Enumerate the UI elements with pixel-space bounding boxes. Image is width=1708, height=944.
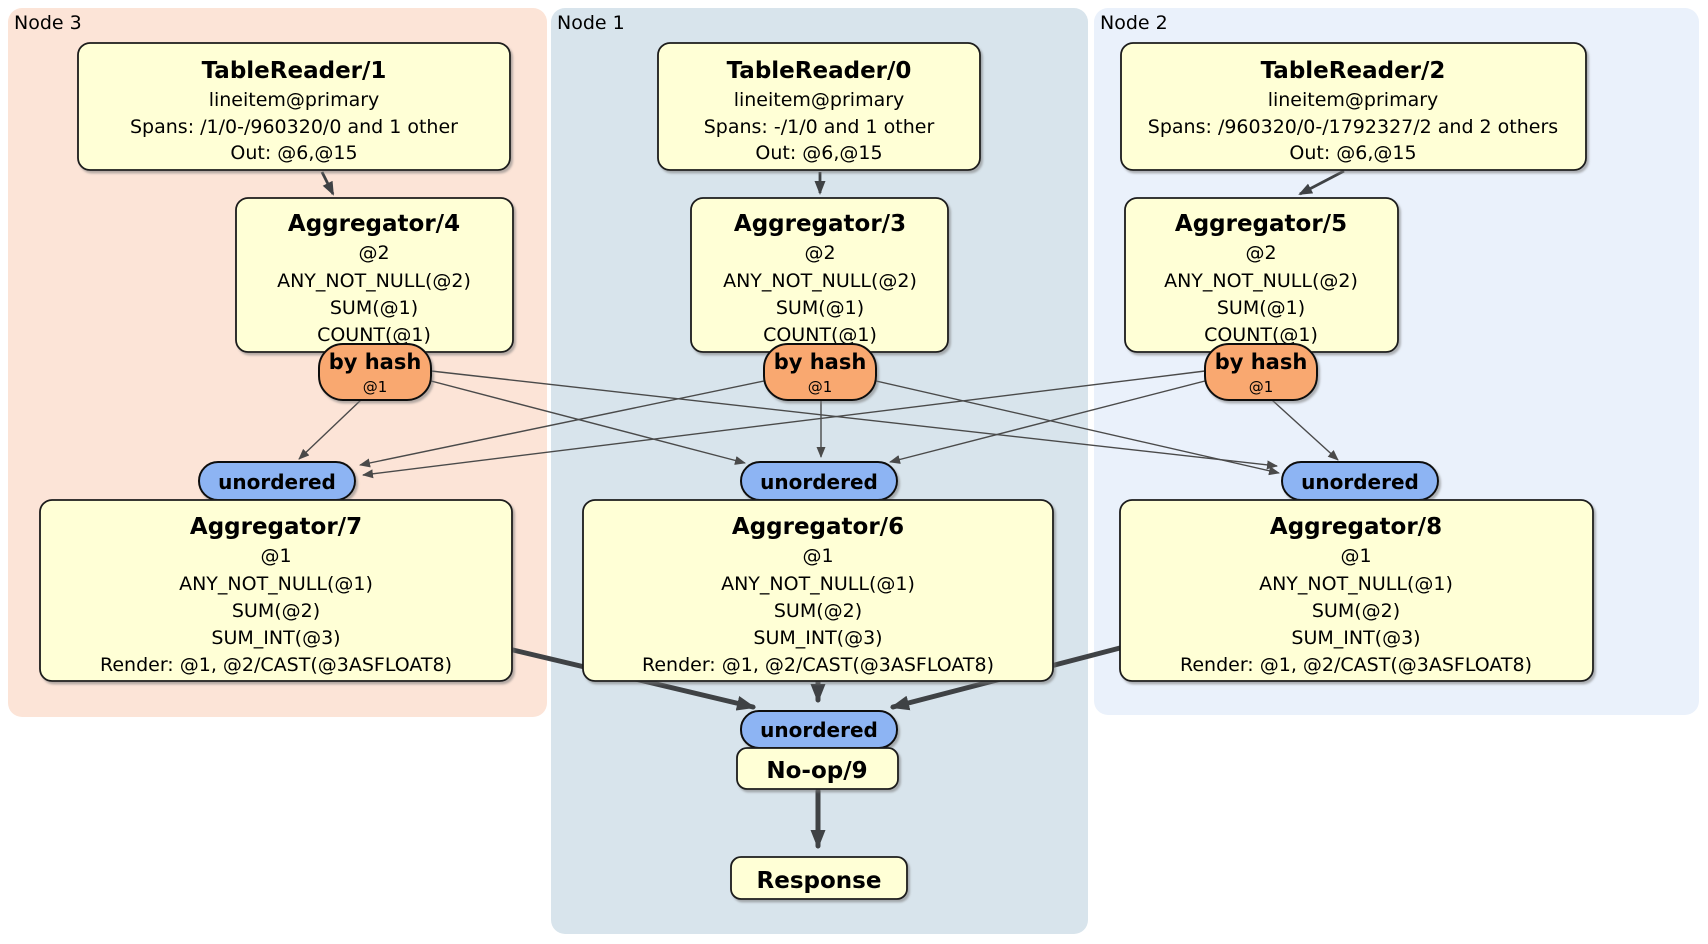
- aggregator-5-line: SUM(@1): [1217, 297, 1305, 319]
- edge-byhash-node1-to-unordered-node2: [875, 380, 1280, 476]
- sync-unordered-final: unordered: [740, 710, 898, 749]
- noop-9-title: No-op/9: [766, 758, 867, 784]
- tablereader-1-line: Out: @6,@15: [230, 142, 357, 164]
- aggregator-4-title: Aggregator/4: [288, 211, 460, 237]
- aggregator-8-box: [1119, 499, 1594, 682]
- edge-byhash-node1-to-unordered-node3: [359, 380, 765, 468]
- aggregator-3-line: SUM(@1): [776, 297, 864, 319]
- unordered-node2-label: unordered: [1301, 470, 1419, 494]
- aggregator-7-line: ANY_NOT_NULL(@1): [179, 573, 373, 595]
- node-tablereader-1: TableReader/1 lineitem@primary Spans: /1…: [77, 42, 511, 171]
- edge-tablereader1-to-aggregator4: [320, 171, 335, 196]
- tablereader-2-line: Spans: /960320/0-/1792327/2 and 2 others: [1148, 116, 1558, 138]
- aggregator-7-box: [39, 499, 513, 682]
- response-box: [730, 856, 908, 900]
- tablereader-0-title: TableReader/0: [727, 58, 912, 84]
- by-hash-node3-shape: [318, 343, 432, 401]
- sync-unordered-node2: unordered: [1281, 461, 1439, 501]
- aggregator-7-line: SUM_INT(@3): [211, 627, 340, 649]
- aggregator-6-line: SUM_INT(@3): [753, 627, 882, 649]
- aggregator-6-line: Render: @1, @2/CAST(@3ASFLOAT8): [642, 654, 994, 676]
- unordered-node1-label: unordered: [760, 470, 878, 494]
- tablereader-1-box: [77, 42, 511, 171]
- aggregator-6-line: ANY_NOT_NULL(@1): [721, 573, 915, 595]
- tablereader-1-line: Spans: /1/0-/960320/0 and 1 other: [130, 116, 458, 138]
- aggregator-3-line: ANY_NOT_NULL(@2): [723, 270, 917, 292]
- aggregator-8-line: SUM(@2): [1312, 600, 1400, 622]
- aggregator-3-line: @2: [804, 242, 835, 264]
- tablereader-0-line: lineitem@primary: [734, 89, 905, 111]
- aggregator-7-line: @1: [260, 545, 291, 567]
- region-node-2-label: Node 2: [1100, 12, 1168, 34]
- aggregator-8-line: ANY_NOT_NULL(@1): [1259, 573, 1453, 595]
- node-noop-9: No-op/9: [736, 747, 899, 790]
- region-node-3-label: Node 3: [14, 12, 82, 34]
- noop-9-box: [736, 747, 899, 790]
- aggregator-8-line: SUM_INT(@3): [1291, 627, 1420, 649]
- tablereader-2-line: Out: @6,@15: [1289, 142, 1416, 164]
- router-by-hash-node2: by hash @1: [1204, 343, 1318, 401]
- edge-tablereader2-to-aggregator5: [1298, 169, 1345, 196]
- aggregator-4-line: @2: [358, 242, 389, 264]
- tablereader-0-line: Spans: -/1/0 and 1 other: [704, 116, 935, 138]
- aggregator-8-line: @1: [1340, 545, 1371, 567]
- aggregator-7-line: Render: @1, @2/CAST(@3ASFLOAT8): [100, 654, 452, 676]
- response-title: Response: [757, 868, 882, 894]
- aggregator-3-title: Aggregator/3: [734, 211, 906, 237]
- sync-unordered-node3: unordered: [198, 461, 356, 501]
- aggregator-8-title: Aggregator/8: [1270, 514, 1442, 540]
- unordered-node3-label: unordered: [218, 470, 336, 494]
- tablereader-2-box: [1120, 42, 1587, 171]
- router-by-hash-node1: by hash @1: [763, 343, 877, 401]
- aggregator-5-line: @2: [1245, 242, 1276, 264]
- node-aggregator-7: Aggregator/7 @1 ANY_NOT_NULL(@1) SUM(@2)…: [39, 499, 513, 682]
- node-aggregator-8: Aggregator/8 @1 ANY_NOT_NULL(@1) SUM(@2)…: [1119, 499, 1594, 682]
- region-node-1-label: Node 1: [557, 12, 625, 34]
- node-aggregator-4: Aggregator/4 @2 ANY_NOT_NULL(@2) SUM(@1)…: [235, 197, 514, 353]
- edge-byhash-node3-to-unordered-node2: [430, 370, 1278, 470]
- aggregator-8-line: Render: @1, @2/CAST(@3ASFLOAT8): [1180, 654, 1532, 676]
- by-hash-node3-label: by hash: [329, 350, 422, 374]
- aggregator-7-title: Aggregator/7: [190, 514, 362, 540]
- aggregator-6-box: [582, 499, 1054, 682]
- by-hash-node2-shape: [1204, 343, 1318, 401]
- tablereader-1-title: TableReader/1: [202, 58, 387, 84]
- aggregator-4-line: COUNT(@1): [317, 324, 431, 346]
- edge-byhash-node2-to-unordered-node1: [889, 380, 1206, 464]
- sync-unordered-node1: unordered: [740, 461, 898, 501]
- node-aggregator-6: Aggregator/6 @1 ANY_NOT_NULL(@1) SUM(@2)…: [582, 499, 1054, 682]
- node-aggregator-3: Aggregator/3 @2 ANY_NOT_NULL(@2) SUM(@1)…: [690, 197, 949, 353]
- aggregator-5-line: ANY_NOT_NULL(@2): [1164, 270, 1358, 292]
- tablereader-1-line: lineitem@primary: [209, 89, 380, 111]
- by-hash-node1-shape: [763, 343, 877, 401]
- by-hash-node2-tag: @1: [1249, 378, 1274, 396]
- tablereader-2-line: lineitem@primary: [1268, 89, 1439, 111]
- tablereader-0-box: [657, 42, 981, 171]
- aggregator-3-line: COUNT(@1): [763, 324, 877, 346]
- edge-byhash-node3-to-unordered-node1: [430, 380, 746, 465]
- aggregator-6-line: @1: [802, 545, 833, 567]
- by-hash-node1-tag: @1: [808, 378, 833, 396]
- by-hash-node3-tag: @1: [363, 378, 388, 396]
- tablereader-2-title: TableReader/2: [1261, 58, 1446, 84]
- tablereader-0-line: Out: @6,@15: [755, 142, 882, 164]
- aggregator-7-line: SUM(@2): [232, 600, 320, 622]
- node-tablereader-2: TableReader/2 lineitem@primary Spans: /9…: [1120, 42, 1587, 171]
- by-hash-node1-label: by hash: [774, 350, 867, 374]
- aggregator-5-line: COUNT(@1): [1204, 324, 1318, 346]
- aggregator-4-line: SUM(@1): [330, 297, 418, 319]
- aggregator-4-line: ANY_NOT_NULL(@2): [277, 270, 471, 292]
- edge-byhash-node2-to-unordered-node2: [1271, 399, 1339, 461]
- by-hash-node2-label: by hash: [1215, 350, 1308, 374]
- aggregator-6-line: SUM(@2): [774, 600, 862, 622]
- node-tablereader-0: TableReader/0 lineitem@primary Spans: -/…: [657, 42, 981, 171]
- router-by-hash-node3: by hash @1: [318, 343, 432, 401]
- edge-byhash-node2-to-unordered-node3: [362, 370, 1206, 479]
- node-response: Response: [730, 856, 908, 900]
- edge-byhash-node3-to-unordered-node3: [298, 398, 363, 460]
- aggregator-5-title: Aggregator/5: [1175, 211, 1347, 237]
- node-aggregator-5: Aggregator/5 @2 ANY_NOT_NULL(@2) SUM(@1)…: [1124, 197, 1399, 353]
- unordered-final-label: unordered: [760, 718, 878, 742]
- aggregator-6-title: Aggregator/6: [732, 514, 904, 540]
